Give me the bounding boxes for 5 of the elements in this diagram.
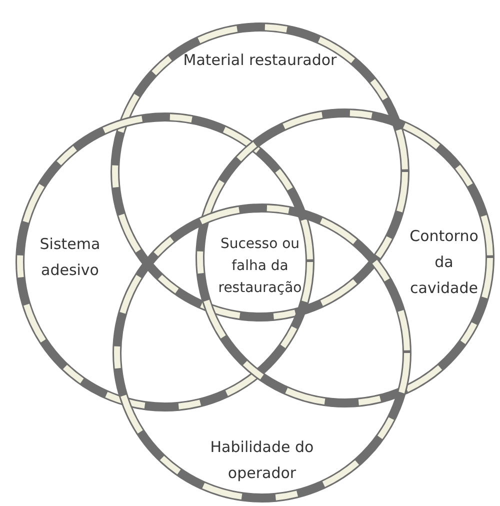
circle-label: Material restaurador — [182, 50, 338, 71]
center-label: Sucesso ou falha da restauração — [217, 235, 303, 298]
circle-label: Contorno da cavidade — [408, 226, 480, 299]
circle-label: Sistema adesivo — [38, 234, 102, 281]
circle-label: Habilidade do operador — [209, 437, 315, 484]
